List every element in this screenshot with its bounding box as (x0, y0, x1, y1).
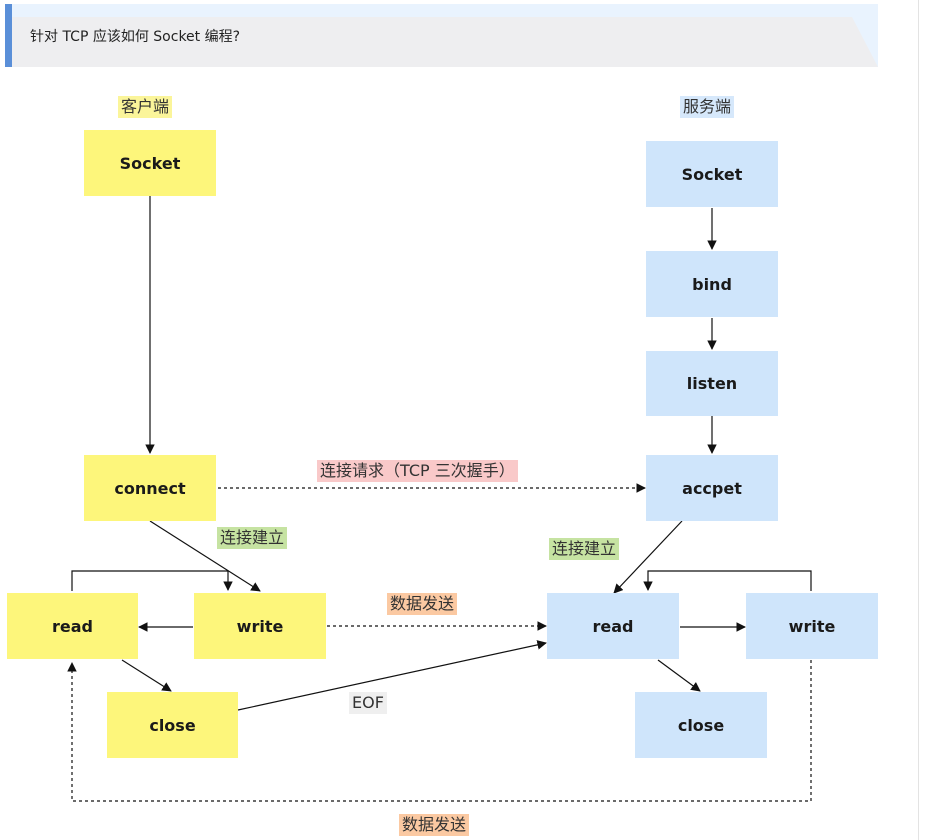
client-connect-node: connect (84, 455, 216, 521)
heading-accent-bar (5, 4, 12, 67)
client-established-label: 连接建立 (217, 527, 288, 549)
edge-server-read-close (657, 659, 701, 692)
send-data-label: 数据发送 (387, 593, 458, 615)
page-divider (918, 0, 919, 840)
server-label: 服务端 (680, 96, 735, 118)
server-read-node: read (547, 593, 679, 659)
client-read-node: read (7, 593, 138, 659)
server-bind-node: bind (646, 251, 778, 317)
edge-accept-read (613, 520, 683, 594)
server-write-node: write (746, 593, 878, 659)
server-close-node: close (635, 692, 767, 758)
eof-label: EOF (349, 692, 387, 714)
edge-server-loop (643, 570, 812, 591)
server-accept-node: accpet (646, 455, 778, 521)
edge-connect-write (149, 520, 261, 592)
connect-request-label: 连接请求（TCP 三次握手） (317, 460, 518, 482)
client-write-node: write (194, 593, 326, 659)
client-label: 客户端 (118, 96, 173, 118)
client-close-node: close (107, 692, 238, 758)
edge-eof (237, 640, 547, 711)
question-heading: 针对 TCP 应该如何 Socket 编程? (5, 4, 878, 67)
edge-client-read-close (121, 659, 172, 692)
question-title: 针对 TCP 应该如何 Socket 编程? (30, 29, 241, 45)
edge-send-data-back (67, 660, 812, 802)
send-data-back-label: 数据发送 (399, 814, 470, 836)
server-established-label: 连接建立 (549, 538, 620, 560)
client-socket-node: Socket (84, 130, 216, 196)
heading-banner (12, 17, 878, 67)
edge-client-loop (71, 570, 233, 591)
server-socket-node: Socket (646, 141, 778, 207)
server-listen-node: listen (646, 351, 778, 416)
